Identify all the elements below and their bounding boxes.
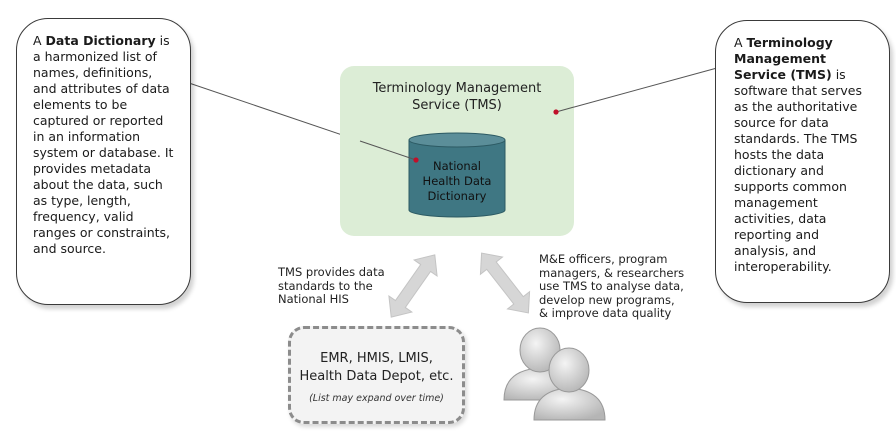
systems-line: Health Data Depot, etc. <box>299 369 454 384</box>
database-label-line: Health Data <box>422 174 492 188</box>
tms-title: Terminology Management Service (TMS) <box>340 80 574 114</box>
tms-provides-note: TMS provides data standards to the Natio… <box>278 265 398 307</box>
note-line: managers, & researchers <box>539 265 685 280</box>
systems-note: (List may expand over time) <box>309 393 444 404</box>
data-dictionary-callout: A Data Dictionary is a harmonized list o… <box>16 18 191 305</box>
tms-title-line: Terminology Management <box>372 81 542 96</box>
users-note: M&E officers, program managers, & resear… <box>539 252 699 321</box>
double-arrow-icon <box>388 254 438 318</box>
database-label-line: Dictionary <box>427 189 487 203</box>
tms-callout: A Terminology Management Service (TMS) i… <box>715 20 890 303</box>
note-line: develop new programs, <box>539 292 675 307</box>
tms-title-line: Service (TMS) <box>412 98 502 113</box>
note-line: M&E officers, program <box>539 252 668 266</box>
right-connector-line <box>555 67 718 113</box>
callout-term: Terminology Management Service (TMS) <box>734 35 833 82</box>
callout-body: is software that serves as the authorita… <box>734 67 862 274</box>
note-line: standards to the <box>278 278 373 293</box>
callout-term: Data Dictionary <box>45 33 156 48</box>
systems-line: EMR, HMIS, LMIS, <box>320 351 433 366</box>
note-line: & improve data quality <box>539 306 672 320</box>
callout-prefix: A <box>734 35 747 50</box>
double-arrow-icon <box>479 252 531 314</box>
note-line: use TMS to analyse data, <box>539 279 684 293</box>
users-icon <box>503 327 606 421</box>
callout-prefix: A <box>33 33 46 48</box>
database-label: National Health Data Dictionary <box>408 159 506 204</box>
callout-body: is a harmonized list of names, definitio… <box>33 33 174 256</box>
note-line: National HIS <box>278 292 349 306</box>
systems-list: EMR, HMIS, LMIS, Health Data Depot, etc. <box>291 350 462 386</box>
note-line: TMS provides data <box>278 265 385 279</box>
database-label-line: National <box>433 159 481 173</box>
national-his-systems-box: EMR, HMIS, LMIS, Health Data Depot, etc.… <box>288 326 465 424</box>
